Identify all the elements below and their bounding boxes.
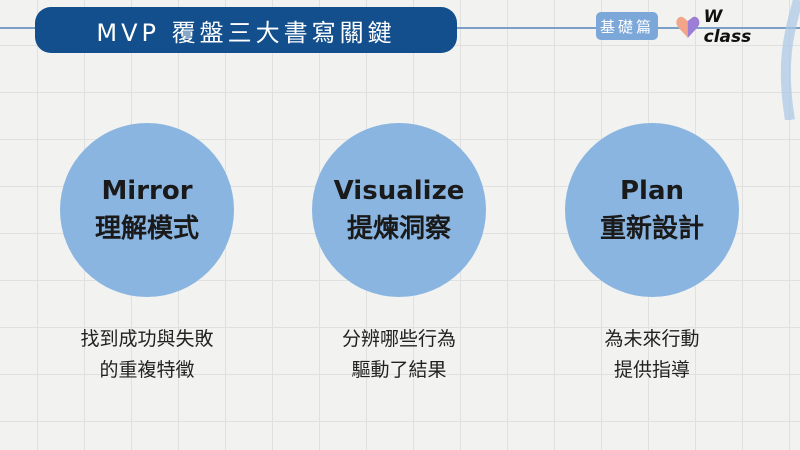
circle-title-en: Mirror [101, 176, 193, 206]
description-line: 找到成功與失敗 [80, 328, 214, 350]
circle-plan: Plan 重新設計 [565, 123, 739, 297]
wclass-logo: W class [675, 7, 775, 47]
circle-mirror: Mirror 理解模式 [60, 123, 234, 297]
page-title: MVP 覆盤三大書寫關鍵 [35, 7, 457, 53]
level-badge: 基礎篇 [596, 12, 658, 40]
description-visualize: 分辨哪些行為 驅動了結果 [289, 324, 509, 386]
circle-title-zh: 重新設計 [599, 214, 704, 244]
description-mirror: 找到成功與失敗 的重複特徵 [37, 324, 257, 386]
decorative-brush-stroke [780, 0, 800, 120]
description-line: 的重複特徵 [99, 359, 195, 381]
description-line: 為未來行動 [604, 328, 700, 350]
circle-visualize: Visualize 提煉洞察 [312, 123, 486, 297]
circle-title-zh: 理解模式 [94, 214, 199, 244]
description-line: 驅動了結果 [351, 359, 447, 381]
description-plan: 為未來行動 提供指導 [542, 324, 762, 386]
circle-title-zh: 提煉洞察 [346, 214, 451, 244]
heart-logo-icon [676, 16, 700, 38]
description-line: 分辨哪些行為 [341, 328, 456, 350]
description-line: 提供指導 [613, 359, 690, 381]
circle-title-en: Visualize [333, 176, 465, 206]
logo-text: W class [703, 7, 752, 47]
circle-title-en: Plan [619, 176, 685, 206]
